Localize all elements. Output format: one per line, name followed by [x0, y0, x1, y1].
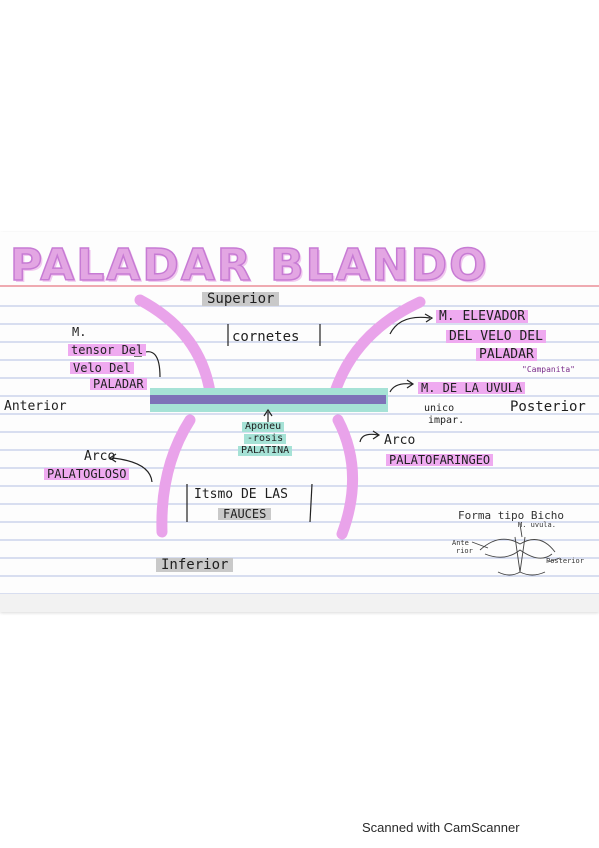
- aponeurosis-band-purple: [150, 395, 386, 404]
- scanner-watermark: Scanned with CamScanner: [362, 820, 520, 835]
- label-anterior: Anterior: [4, 399, 67, 414]
- label-sketch-uvula: M. uvula.: [518, 521, 556, 529]
- label-inferior: Inferior: [156, 558, 234, 572]
- right-lower-arc: [332, 414, 358, 540]
- label-aponeurosis-2: -rosis: [244, 434, 287, 444]
- uvula-sketch: [471, 523, 561, 576]
- label-palatogloso-2: PALATOGLOSO: [44, 468, 130, 480]
- label-unico-1: unico: [424, 403, 455, 414]
- label-forma: Forma tipo Bicho: [458, 509, 564, 522]
- right-upper-arc: [329, 296, 426, 398]
- label-tensor-2: tensor Del: [68, 344, 147, 356]
- left-lower-arc: [156, 414, 196, 538]
- label-aponeurosis-3: PALATINA: [238, 446, 293, 456]
- label-tensor-3: Velo Del: [70, 362, 134, 374]
- label-uvula: M. DE LA UVULA: [418, 382, 526, 394]
- label-cornetes: cornetes: [232, 329, 300, 345]
- label-palatogloso-1: Arco: [84, 449, 116, 464]
- soft-palate-diagram: [0, 294, 599, 612]
- label-palatofaringeo-2: PALATOFARINGEO: [386, 454, 494, 466]
- page-title: PALADAR BLANDO: [9, 239, 489, 292]
- label-elevador-1: M. ELEVADOR: [436, 310, 529, 323]
- label-superior: Superior: [202, 292, 280, 306]
- label-palatofaringeo-1: Arco: [384, 433, 416, 448]
- label-sketch-post: Posterior: [546, 557, 584, 565]
- label-sketch-ant-2: rior: [456, 547, 473, 555]
- label-tensor-4: PALADAR: [90, 378, 147, 390]
- label-istmo-1: Itsmo DE LAS: [194, 487, 288, 502]
- label-tensor-1: M.: [72, 325, 87, 339]
- label-aponeurosis-1: Aponeu: [242, 422, 285, 432]
- label-sketch-ant-1: Ante: [452, 539, 469, 547]
- label-elevador-3: PALADAR: [476, 348, 537, 361]
- left-upper-arc: [134, 294, 216, 398]
- label-istmo-2: FAUCES: [218, 508, 272, 520]
- label-unico-2: impar.: [428, 415, 465, 426]
- label-campanita: "Campanita": [522, 365, 575, 374]
- label-posterior: Posterior: [510, 399, 586, 415]
- note-card: PALADAR BLANDO Superior cornetes M. tens…: [0, 232, 599, 612]
- label-elevador-2: DEL VELO DEL: [446, 330, 546, 343]
